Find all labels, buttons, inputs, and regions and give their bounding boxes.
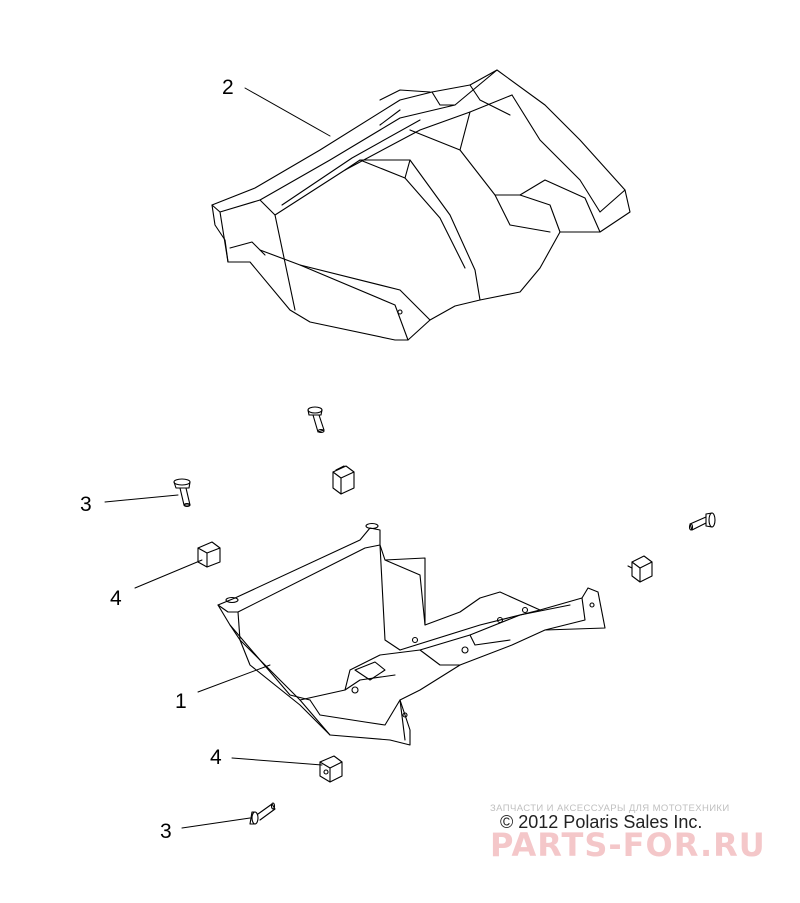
- clip-nut-top: [332, 465, 355, 495]
- callout-3-upper: 3: [80, 493, 92, 516]
- screw-bottom: [249, 802, 276, 825]
- clip-nut-bottom: [319, 755, 343, 783]
- callout-1: 1: [175, 690, 187, 713]
- clip-nut-left: [197, 541, 221, 568]
- callout-2: 2: [222, 76, 234, 99]
- part-1-bracket: [217, 522, 606, 746]
- leader-lines: [104, 87, 331, 829]
- watermark-brand-logo: PARTS-FOR.RU: [490, 826, 766, 864]
- part-2-cover: [211, 69, 631, 341]
- copyright-notice: © 2012 Polaris Sales Inc.: [500, 812, 703, 832]
- screw-upper-left: [173, 478, 191, 508]
- screw-right: [688, 512, 716, 531]
- callout-4-lower: 4: [210, 746, 222, 769]
- screw-top: [307, 406, 325, 434]
- watermark-tagline: ЗАПЧАСТИ И АКСЕССУАРЫ ДЛЯ МОТОТЕХНИКИ: [490, 803, 730, 814]
- callout-3-lower: 3: [160, 820, 172, 843]
- callout-4-upper: 4: [110, 587, 122, 610]
- clip-nut-right: [627, 555, 653, 583]
